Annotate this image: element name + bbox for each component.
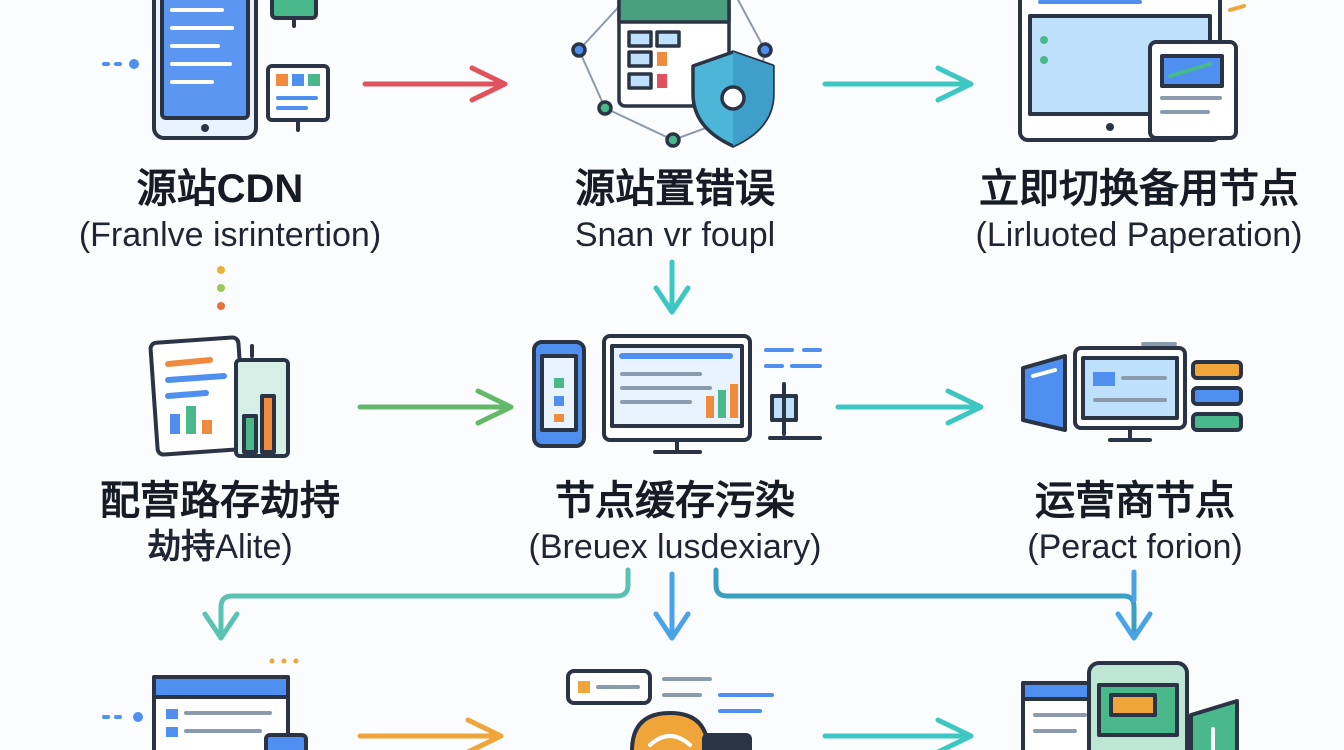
node-2-title: 源站置错误 — [575, 167, 775, 211]
node-6-subtitle: (Peract forion) — [1027, 528, 1243, 566]
router-messages-icon — [566, 669, 774, 750]
report-chart-icon — [148, 335, 290, 458]
node-4-subtitle-bold: 劫持 — [147, 528, 216, 566]
arrow-n5-right — [713, 567, 1153, 641]
carrier-node-icon — [1021, 342, 1243, 442]
network-shield-icon — [571, 0, 775, 148]
dots-n1-n4 — [217, 266, 225, 310]
arrow-n2-n5 — [653, 259, 691, 315]
node-4-subtitle: 劫持Alite) — [60, 528, 380, 566]
node-1-subtitle: (Franlve isrintertion) — [78, 216, 382, 254]
node-5-title: 节点缓存污染 — [555, 479, 795, 523]
desktop-phone-icon — [532, 334, 822, 454]
backup-monitor-icon — [1018, 0, 1246, 142]
arrow-n4-n5 — [357, 388, 514, 426]
node-6-title: 运营商节点 — [1035, 479, 1235, 523]
node-4-title: 配营路存劫持 — [100, 479, 340, 523]
mobile-dashboard-icon — [102, 0, 330, 140]
node-1-title: 源站CDN — [136, 167, 304, 211]
node-2-subtitle: Snan vr foupl — [574, 216, 776, 254]
arrow-n5-down — [653, 571, 691, 641]
arrow-n5-n6 — [835, 388, 984, 426]
arrow-n5-left — [202, 567, 631, 641]
arrow-n2-n3 — [822, 65, 974, 103]
browser-window-icon — [102, 658, 308, 750]
node-3-subtitle: (Lirluoted Paperation) — [975, 216, 1303, 254]
node-3-title: 立即切换备用节点 — [979, 167, 1299, 211]
arrow-n8-n9 — [822, 717, 974, 750]
arrow-n1-n2 — [362, 65, 508, 103]
mobile-cert-icon — [1021, 661, 1239, 750]
node-5-subtitle: (Breuex lusdexiary) — [528, 528, 822, 566]
arrow-n7-n8 — [357, 717, 504, 750]
node-4-subtitle-rest: Alite) — [215, 528, 293, 566]
